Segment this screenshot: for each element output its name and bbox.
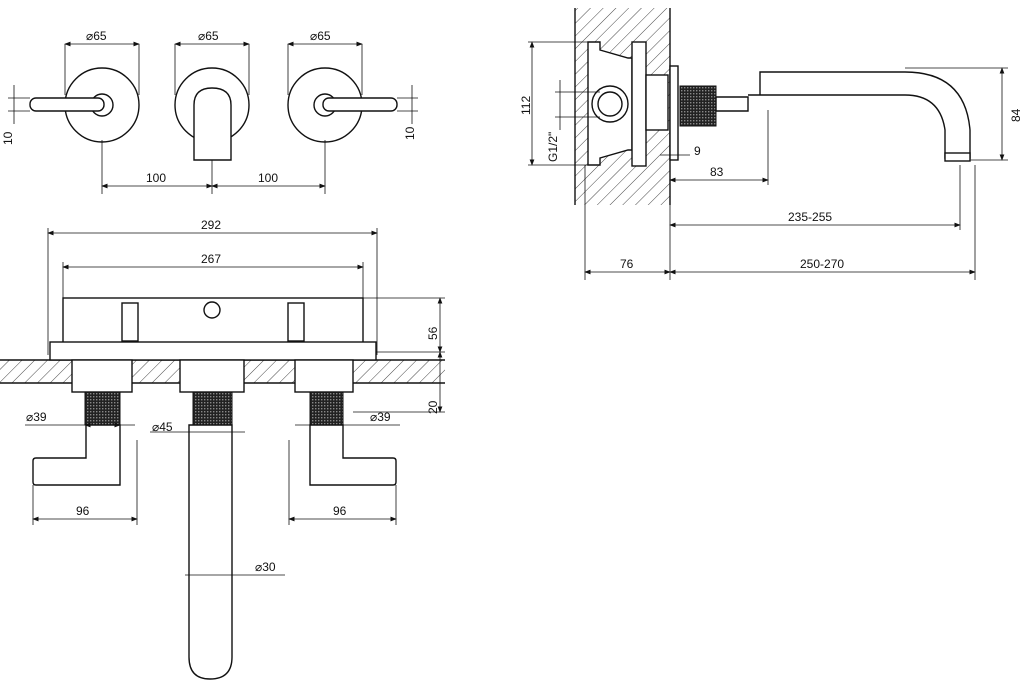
- dim-total-reach: 250-270: [800, 257, 844, 271]
- dim-body-height: 56: [426, 326, 440, 340]
- dim-diameter-left: ⌀65: [86, 29, 107, 43]
- top-view: 292 267 56 20 ⌀39 ⌀45 ⌀39 96 96 ⌀30: [0, 218, 445, 680]
- side-spout: [748, 71, 971, 159]
- dim-center-diameter: ⌀45: [152, 420, 173, 434]
- dim-diameter-center: ⌀65: [198, 29, 219, 43]
- left-handle: [32, 424, 121, 486]
- dim-thread: G1/2": [546, 132, 560, 162]
- dim-wall-depth: 20: [426, 400, 440, 414]
- dim-spout-reach: 235-255: [788, 210, 832, 224]
- dim-overall-width: 292: [201, 218, 221, 232]
- dim-diameter-right: ⌀65: [310, 29, 331, 43]
- dim-left-handle-length: 96: [76, 504, 90, 518]
- spout-rosette: [174, 67, 250, 161]
- dim-right-handle-length: 96: [333, 504, 347, 518]
- left-handle-rosette: [29, 67, 140, 143]
- dim-left-knob-diameter: ⌀39: [26, 410, 47, 424]
- dim-embed-depth: 76: [620, 257, 634, 271]
- spout: [188, 424, 233, 680]
- dim-spacing-right: 100: [258, 171, 278, 185]
- front-view: ⌀65 ⌀65 ⌀65 100 100 10 10: [1, 29, 418, 194]
- dim-spout-drop: 84: [1009, 108, 1023, 122]
- dim-right-knob-diameter: ⌀39: [370, 410, 391, 424]
- side-view: 112 G1/2" 9 83 235-255 76 250-270 84: [519, 8, 1023, 280]
- dim-box-height: 112: [519, 96, 533, 115]
- dim-offset-right: 10: [403, 126, 417, 140]
- dim-knurl-offset: 83: [710, 165, 724, 179]
- dim-spacing-left: 100: [146, 171, 166, 185]
- dim-offset-left: 10: [1, 131, 15, 145]
- dim-spout-diameter: ⌀30: [255, 560, 276, 574]
- right-handle: [309, 424, 397, 486]
- dim-body-width: 267: [201, 252, 221, 266]
- right-handle-rosette: [287, 67, 398, 143]
- dim-flange: 9: [694, 144, 701, 158]
